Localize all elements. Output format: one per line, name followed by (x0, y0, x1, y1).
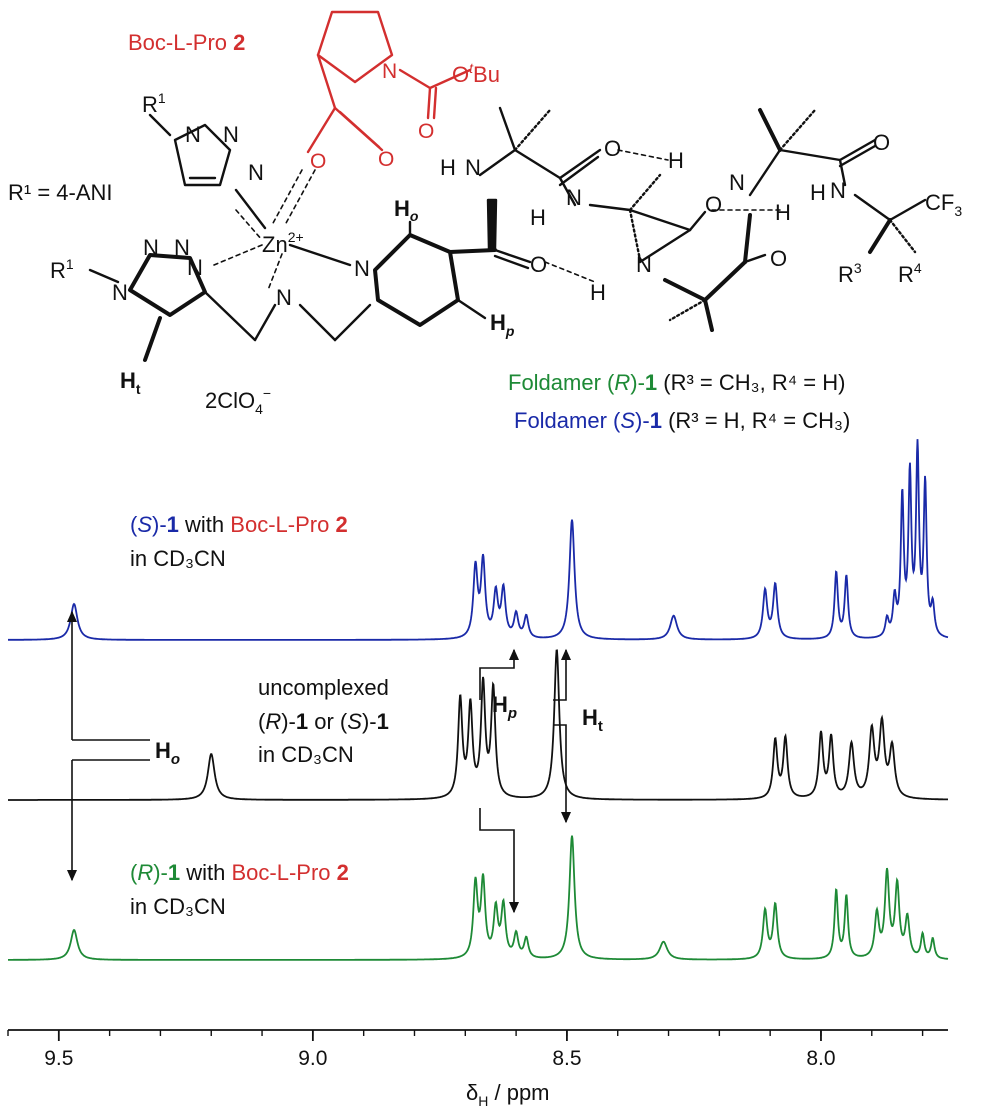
s-spectrum-solvent: in CD₃CN (130, 546, 226, 571)
r1-label-top: R1 (142, 90, 166, 117)
cf3-label: CF3 (925, 190, 962, 219)
ht-spectrum-label: Ht (582, 705, 603, 735)
boc-pro-label: Boc-L-Pro 2 (128, 30, 245, 55)
atom-n-10: N (729, 170, 745, 195)
atom-n-12: N (636, 252, 652, 277)
atom-n-pyridine: N (354, 256, 370, 281)
otbu-label: OtBu (452, 60, 500, 87)
r4-label: R4 (898, 260, 922, 287)
chemical-structure: O O O N (88, 10, 927, 362)
atom-n-3: N (248, 160, 264, 185)
r3-label: R3 (838, 260, 862, 287)
axis-tick-label: 9.0 (298, 1047, 327, 1070)
atom-h-5: H (810, 180, 826, 205)
h-bonds (544, 149, 781, 283)
atom-n-5: N (174, 235, 190, 260)
atom-h-3: H (668, 148, 684, 173)
mid-spectrum-label-1: uncomplexed (258, 675, 389, 700)
atom-o-1: O (604, 136, 621, 161)
axis-label: δH / ppm (466, 1080, 550, 1109)
foldamer-s-line: Foldamer (S)-1 (R³ = H, R⁴ = CH₃) (514, 408, 850, 433)
mid-spectrum-label-3: in CD₃CN (258, 742, 354, 767)
shift-arrows (66, 610, 572, 914)
atom-n-7: N (112, 280, 128, 305)
atom-n-8: N (465, 155, 481, 180)
atom-n-9: N (566, 185, 582, 210)
r-spectrum-solvent: in CD₃CN (130, 894, 226, 919)
ppm-axis: 9.5 9.0 8.5 8.0 (7, 1029, 948, 1070)
spectrum-trace-R-complex (8, 835, 949, 961)
ho-struct-label: Ho (394, 196, 419, 224)
foldamer-r-line: Foldamer (R)-1 (R³ = CH₃, R⁴ = H) (508, 370, 845, 395)
ho-spectrum-label: Ho (155, 738, 180, 768)
axis-tick-label: 8.5 (552, 1047, 581, 1070)
atom-n-6: N (187, 255, 203, 280)
r1-definition: R¹ = 4-ANI (8, 180, 113, 205)
atom-o-2: O (705, 192, 722, 217)
atom-o-4: O (770, 246, 787, 271)
atom-o-5: O (530, 252, 547, 277)
atom-n-1: N (185, 122, 201, 147)
perchlorate-label: 2ClO4− (205, 385, 271, 417)
coordination-bonds (213, 169, 316, 291)
structure-labels: R1 R1 R¹ = 4-ANI N N N N N N N N N Zn2+ … (8, 90, 962, 417)
atom-o-boc1: O (310, 150, 326, 173)
spectrum-trace-S-complex (8, 439, 949, 641)
zinc-label: Zn2+ (262, 229, 304, 257)
atom-h-4: H (775, 200, 791, 225)
axis-tick-label: 9.5 (44, 1047, 73, 1070)
r-spectrum-label: (R)-1 with Boc-L-Pro 2 (130, 860, 349, 885)
boc-pro-structure (306, 10, 472, 154)
hp-spectrum-label: Hp (492, 692, 517, 722)
atom-n-2: N (223, 122, 239, 147)
axis-tick-label: 8.0 (806, 1047, 835, 1070)
spectrum-trace-uncomplexed (8, 649, 948, 801)
r1-label-bottom: R1 (50, 256, 74, 283)
s-spectrum-label: (S)-1 with Boc-L-Pro 2 (130, 512, 348, 537)
atom-h-1: H (440, 155, 456, 180)
mid-spectrum-label-2: (R)-1 or (S)-1 (258, 709, 389, 734)
atom-n-4: N (143, 235, 159, 260)
atom-h-6: H (590, 280, 606, 305)
atom-n-boc: N (382, 60, 397, 83)
atom-o-boc2: O (378, 148, 394, 171)
atom-n-amine: N (276, 285, 292, 310)
atom-o-boc3: O (418, 120, 434, 143)
atom-h-2: H (530, 205, 546, 230)
nmr-spectra (8, 439, 949, 961)
atom-n-11: N (830, 178, 846, 203)
atom-o-3: O (873, 130, 890, 155)
hp-struct-label: Hp (490, 310, 515, 339)
ht-struct-label: Ht (120, 368, 141, 397)
